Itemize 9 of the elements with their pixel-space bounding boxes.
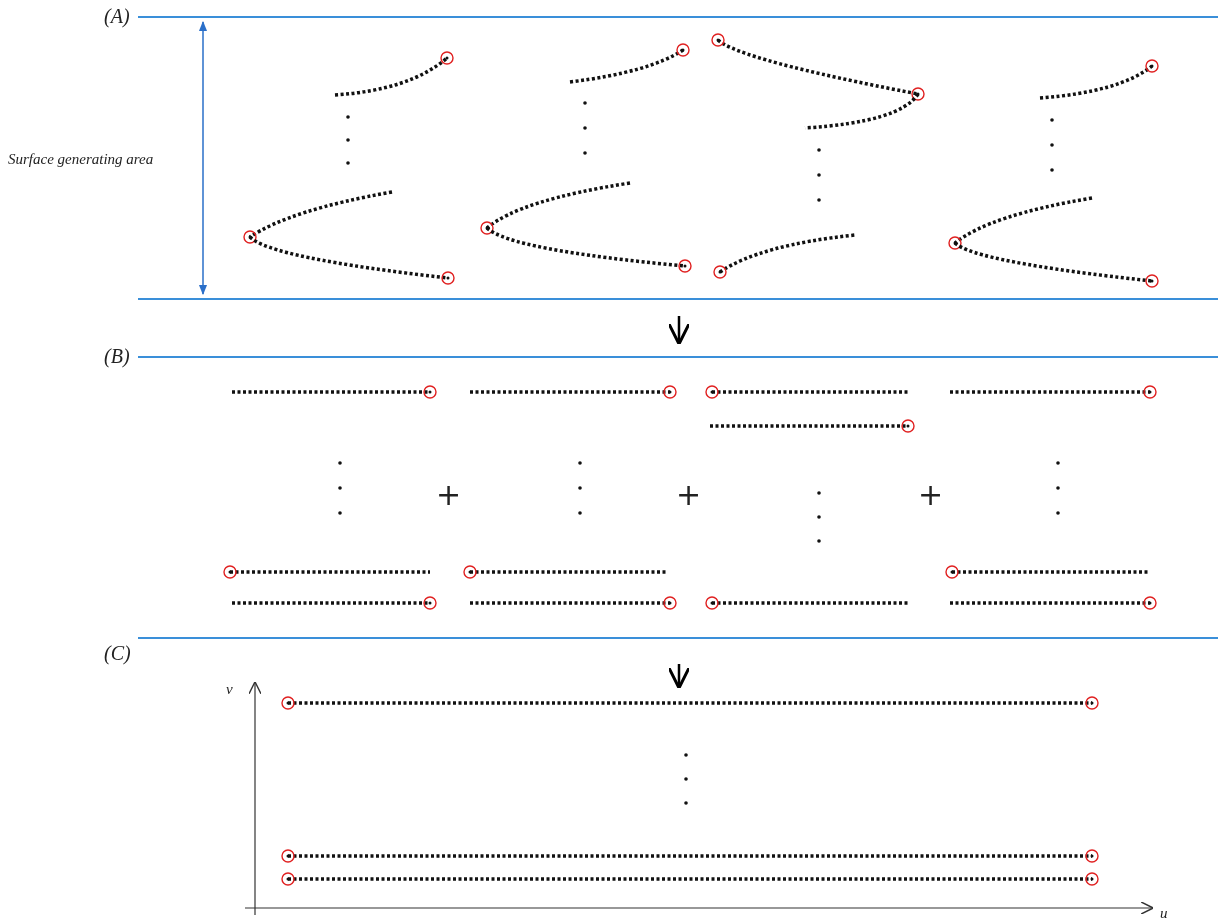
panel-label: (C) [104, 643, 131, 663]
axis-label: v [226, 682, 233, 697]
panel-label: (B) [104, 346, 130, 366]
plus-sign: + [436, 480, 462, 510]
plus-sign: + [918, 480, 944, 510]
axis-label: u [1160, 906, 1168, 921]
plus-sign: + [676, 480, 702, 510]
dimension-label: Surface generating area [8, 152, 154, 167]
panel-label: (A) [104, 6, 130, 26]
